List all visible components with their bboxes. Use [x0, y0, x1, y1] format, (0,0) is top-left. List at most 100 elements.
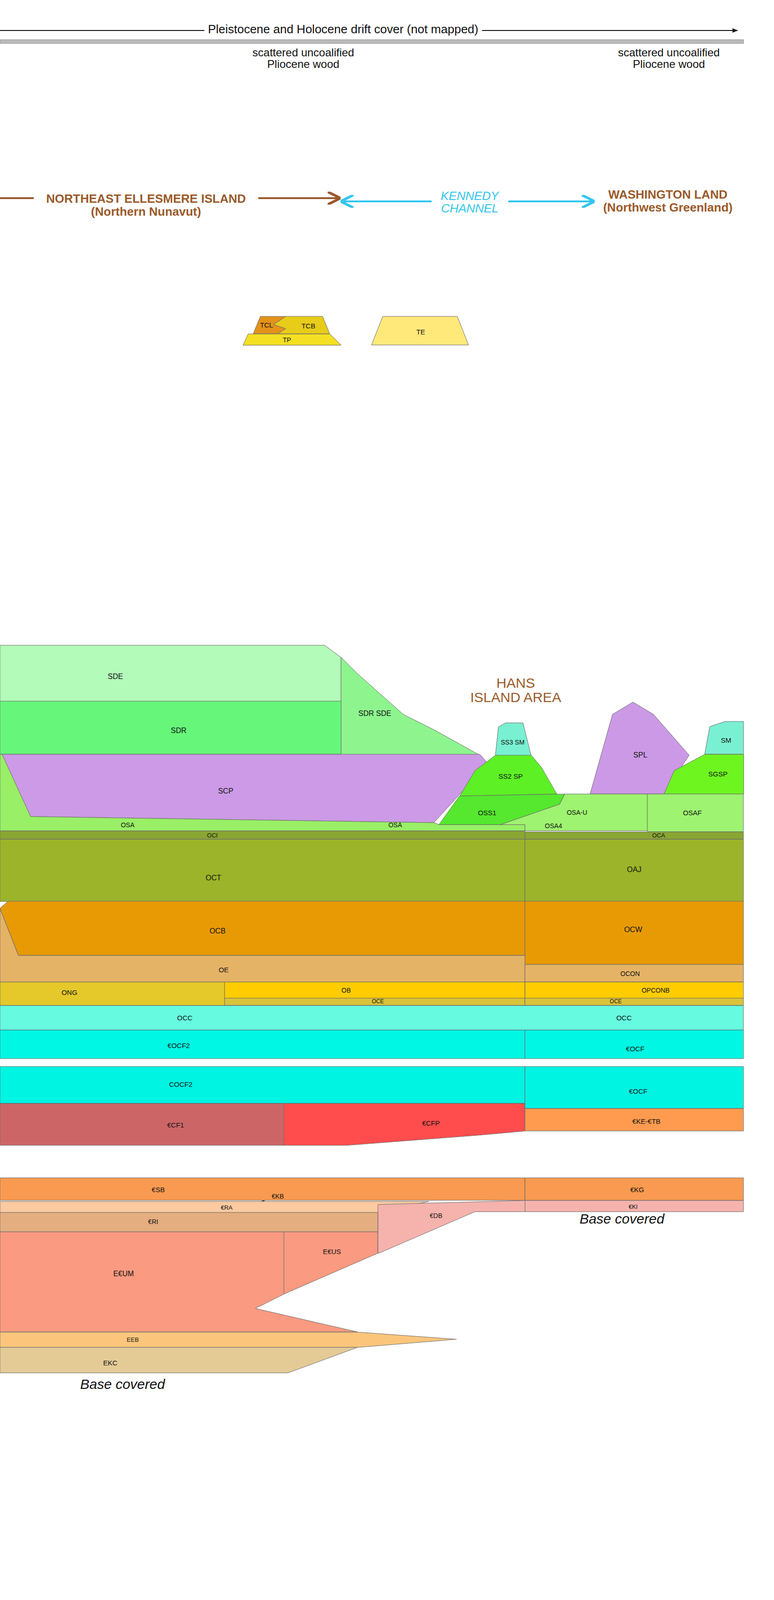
unit-label: SDR: [170, 727, 187, 735]
strata-unit: €KE-€TB: [524, 1109, 744, 1132]
unit-shape: [341, 657, 481, 756]
unit-shape: [524, 1109, 744, 1132]
unit-label: OSA: [388, 822, 403, 829]
strata-unit: €CF1: [0, 1103, 284, 1146]
unit-outline: [524, 832, 744, 840]
unit-label: OCE: [371, 999, 384, 1005]
unit-outline: [0, 908, 525, 983]
unit-label: SDR SDE: [358, 710, 391, 718]
strata-unit: OSAF: [647, 794, 744, 833]
strata-unit: TP: [243, 334, 342, 346]
strata-unit: SM: [704, 721, 744, 755]
unit-outline: [0, 1005, 744, 1031]
unit-label: TE: [416, 328, 426, 336]
strata-unit: SGSP: [664, 754, 744, 795]
unit-label: OE: [218, 966, 229, 974]
unit-shape: [0, 1178, 525, 1201]
unit-shape: [224, 982, 525, 999]
unit-label: OCT: [205, 874, 222, 883]
strata-unit: SDE: [0, 645, 342, 702]
unit-label: TCL: [260, 321, 274, 329]
strata-unit: €CFP: [283, 1103, 525, 1146]
unit-label: €RA: [220, 1205, 233, 1212]
unit-shape: [1, 754, 488, 823]
unit-shape: [0, 701, 342, 755]
unit-shape: [0, 831, 525, 840]
strata-unit: SS2 SP: [459, 755, 557, 797]
unit-label: SGSP: [708, 770, 728, 778]
unit-outline: [224, 982, 525, 999]
strata-unit: OCON: [524, 964, 744, 983]
unit-label: OCON: [620, 970, 640, 978]
note-label: scattered uncoalified Pliocene wood: [243, 46, 364, 70]
strata-unit: €OCF2: [0, 1030, 525, 1060]
unit-shape: [524, 964, 744, 983]
unit-outline: [1, 754, 488, 823]
unit-shape: [0, 982, 225, 1006]
strata-unit: OCE: [224, 998, 525, 1006]
unit-outline: [0, 754, 525, 832]
unit-outline: [0, 701, 342, 755]
strata-unit: €OCF: [524, 1066, 744, 1110]
unit-outline: [664, 754, 744, 795]
unit-shape: [224, 998, 525, 1006]
unit-label: OCB: [209, 927, 226, 936]
strata-unit: €DB: [377, 1200, 525, 1255]
strata-unit: ONG: [0, 982, 225, 1006]
unit-outline: [0, 1232, 358, 1333]
strata-unit: OCE: [524, 998, 744, 1006]
region-label: KENNEDY CHANNEL: [431, 188, 509, 216]
unit-shape: [500, 794, 648, 832]
unit-label: OSA4: [544, 822, 562, 830]
unit-label: €OCF: [628, 1088, 648, 1096]
unit-shape: [0, 839, 525, 902]
unit-outline: [283, 1232, 378, 1295]
unit-shape: [495, 723, 531, 756]
strata-unit: TCB: [273, 316, 330, 335]
note-label: Pleistocene and Holocene drift cover (no…: [204, 22, 482, 37]
unit-outline: [243, 334, 342, 346]
strata-unit: €OCF: [524, 1030, 744, 1060]
unit-label: E€US: [323, 1248, 342, 1256]
region-label: HANS ISLAND AREA: [469, 675, 562, 705]
unit-label: €DB: [429, 1212, 443, 1220]
unit-shape: [0, 1332, 457, 1348]
unit-label: SS2 SP: [498, 772, 524, 780]
unit-outline: [0, 1030, 525, 1060]
unit-shape: [0, 1347, 358, 1374]
unit-shape: [0, 645, 342, 702]
strata-unit: E€US: [283, 1232, 378, 1295]
unit-shape: [524, 901, 744, 965]
strata-unit: €SB: [0, 1178, 525, 1201]
unit-shape: [524, 1178, 744, 1201]
unit-outline: [0, 645, 342, 702]
unit-label: SPL: [633, 751, 648, 760]
unit-label: OCA: [652, 832, 665, 839]
note-label: scattered uncoalified Pliocene wood: [609, 46, 730, 70]
note-label: Base covered: [79, 1377, 165, 1393]
unit-shape: [0, 754, 525, 832]
unit-label: €RI: [148, 1218, 159, 1226]
strata-unit: OCW: [524, 901, 744, 965]
unit-label: €CFP: [421, 1119, 440, 1127]
unit-label: OSA: [120, 822, 135, 829]
unit-shape: [243, 334, 342, 346]
unit-outline: [341, 657, 481, 756]
strata-unit: OCB: [0, 901, 525, 956]
unit-outline: [0, 901, 525, 956]
unit-shape: [273, 316, 330, 335]
unit-label: OCE: [609, 999, 622, 1005]
unit-outline: [283, 1103, 525, 1146]
unit-label: ONG: [61, 989, 78, 997]
unit-label: €CF1: [167, 1121, 185, 1129]
strata-unit: SDR: [0, 701, 342, 755]
region-label: NORTHEAST ELLESMERE ISLAND (Northern Nun…: [33, 191, 259, 220]
strata-unit: OCI: [0, 831, 525, 840]
unit-shape: [377, 1200, 525, 1255]
unit-outline: [0, 831, 525, 840]
drift-cover-bar: [0, 39, 744, 44]
strata-unit: EKC: [0, 1347, 358, 1374]
unit-shape: [0, 1212, 378, 1233]
unit-outline: [0, 839, 525, 902]
unit-shape: [647, 794, 744, 833]
